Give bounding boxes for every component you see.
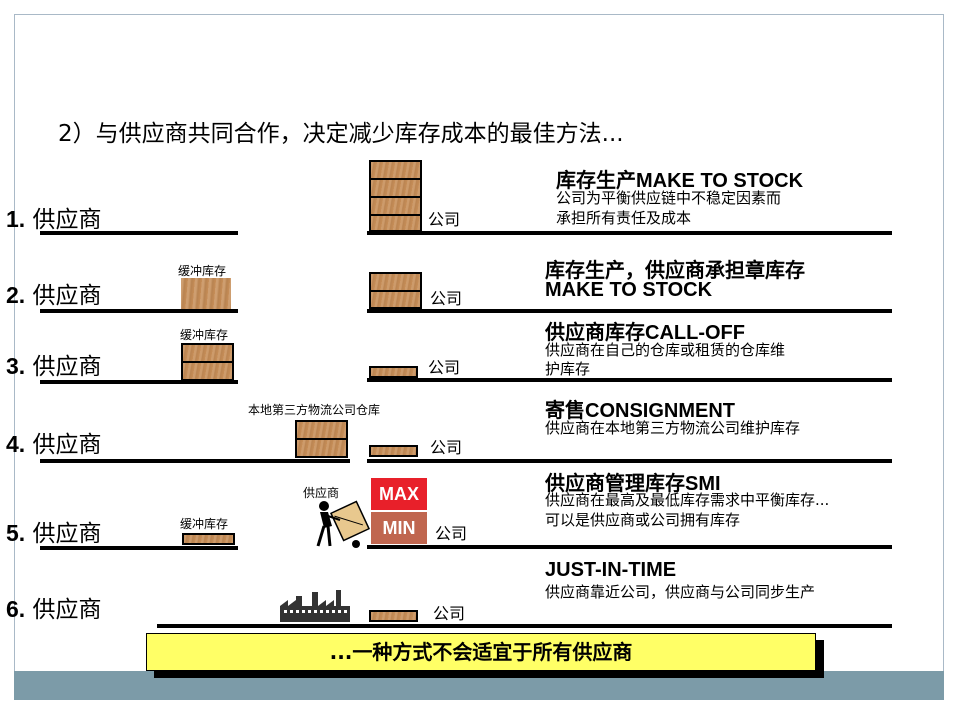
row4-supplier-text: 供应商 [32, 432, 102, 458]
row5-supplier-label: 5. 供应商 [6, 514, 102, 548]
row4-3pl-box-1 [295, 420, 348, 440]
row3-buffer-box-2 [181, 361, 234, 381]
row4-company-label: 公司 [430, 438, 463, 457]
row3-desc-title: 供应商库存CALL-OFF [545, 322, 745, 344]
min-level-badge: MIN [371, 512, 427, 544]
row2-buffer-stock [181, 278, 231, 310]
row1-stock-box-1 [369, 160, 422, 180]
row1-stock-box-2 [369, 178, 422, 198]
row2-desc-title: 库存生产，供应商承担章库存 [545, 260, 805, 282]
row1-desc-line-1: 公司为平衡供应链中不稳定因素而 [556, 189, 782, 207]
row5-buffer-label: 缓冲库存 [180, 517, 229, 531]
slide-title: 2）与供应商共同合作，决定减少库存成本的最佳方法... [58, 121, 624, 147]
row4-3pl-box-2 [295, 438, 348, 458]
worker-with-handtruck-icon [316, 500, 370, 548]
row6-number: 6. [6, 596, 26, 622]
row5-number: 5. [6, 520, 26, 546]
row4-buffer-label: 本地第三方物流公司仓库 [248, 403, 381, 417]
row5-desc-title: 供应商管理库存SMI [545, 473, 721, 495]
row4-stock-box [369, 445, 418, 457]
row3-supplier-label: 3. 供应商 [6, 347, 102, 381]
row3-stock-box [369, 366, 418, 378]
row1-supplier-line [40, 231, 238, 235]
row4-number: 4. [6, 431, 26, 457]
row5-buffer-box [182, 533, 235, 545]
row2-supplier-label: 2. 供应商 [6, 276, 102, 310]
row5-desc-line-1: 供应商在最高及最低库存需求中平衡库存... [545, 491, 830, 509]
conclusion-banner: ...一种方式不会适宜于所有供应商 [146, 633, 816, 671]
row6-supplier-text: 供应商 [32, 597, 102, 623]
row5-supplier-line [40, 546, 238, 550]
row2-buffer-label: 缓冲库存 [178, 264, 227, 278]
row5-company-line [367, 545, 892, 549]
row6-desc-title: JUST-IN-TIME [545, 559, 677, 581]
row2-stock-box-2 [369, 290, 422, 309]
row1-desc-title: 库存生产MAKE TO STOCK [556, 170, 804, 192]
row3-supplier-text: 供应商 [32, 354, 102, 380]
row1-number: 1. [6, 206, 26, 232]
row1-supplier-text: 供应商 [32, 207, 102, 233]
max-level-badge: MAX [371, 478, 427, 510]
row5-mover-label: 供应商 [303, 486, 340, 500]
row2-company-line [367, 309, 892, 313]
row3-company-line [367, 378, 892, 382]
row1-stock-box-3 [369, 196, 422, 216]
row4-supplier-line [40, 459, 350, 463]
row3-company-label: 公司 [428, 358, 461, 377]
row3-desc-line-1: 供应商在自己的仓库或租赁的仓库维 [545, 341, 786, 359]
row3-number: 3. [6, 353, 26, 379]
row4-desc-title: 寄售CONSIGNMENT [545, 400, 735, 422]
row6-company-label: 公司 [433, 604, 466, 623]
row3-desc-line-2: 护库存 [545, 360, 591, 378]
row4-company-line [367, 459, 892, 463]
row3-supplier-line [40, 380, 238, 384]
row6-shared-line [157, 624, 892, 628]
row1-company-label: 公司 [428, 210, 461, 229]
row2-desc-title-2: MAKE TO STOCK [545, 279, 713, 301]
row4-desc-line-1: 供应商在本地第三方物流公司维护库存 [545, 419, 801, 437]
row2-supplier-line [40, 309, 238, 313]
row2-number: 2. [6, 282, 26, 308]
row6-stock-box [369, 610, 418, 622]
row2-company-label: 公司 [430, 289, 463, 308]
row5-company-label: 公司 [435, 524, 468, 543]
row2-supplier-text: 供应商 [32, 283, 102, 309]
row1-supplier-label: 1. 供应商 [6, 200, 102, 234]
row1-stock-box-4 [369, 214, 422, 232]
row5-desc-line-2: 可以是供应商或公司拥有库存 [545, 511, 741, 529]
row1-company-line [367, 231, 892, 235]
row3-buffer-label: 缓冲库存 [180, 328, 229, 342]
row1-desc-line-2: 承担所有责任及成本 [556, 209, 692, 227]
row3-buffer-box-1 [181, 343, 234, 363]
factory-icon [280, 590, 350, 622]
row6-desc-line-1: 供应商靠近公司，供应商与公司同步生产 [545, 583, 816, 601]
row6-supplier-label: 6. 供应商 [6, 590, 102, 624]
row2-stock-box-1 [369, 272, 422, 292]
row5-supplier-text: 供应商 [32, 521, 102, 547]
row4-supplier-label: 4. 供应商 [6, 425, 102, 459]
